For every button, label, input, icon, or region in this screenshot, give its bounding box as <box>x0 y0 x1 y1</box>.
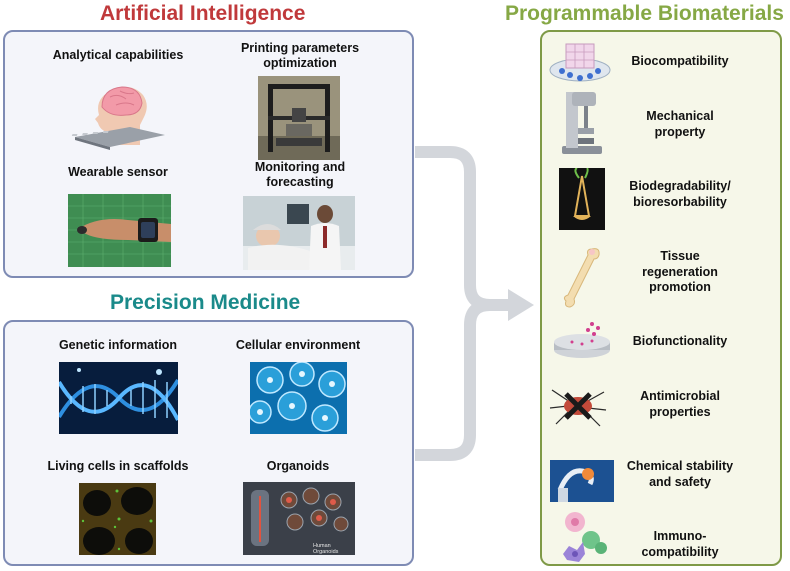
wearable-image <box>68 194 171 267</box>
pb-item-label: Biodegradability/ bioresorbability <box>629 179 731 209</box>
pb-item-label: Tissue regeneration promotion <box>642 249 718 294</box>
pm-title: Precision Medicine <box>110 291 301 314</box>
pb-title: Programmable Biomaterials <box>505 2 784 25</box>
immune-cells-icon <box>559 510 611 565</box>
pb-item-label: Immuno- compatibility <box>641 529 719 559</box>
brain-keyboard-image <box>70 75 170 150</box>
scaffold-image <box>79 483 156 555</box>
ai-item-label: Printing parameters optimization <box>240 41 360 70</box>
pb-item-label: Antimicrobial properties <box>640 389 720 419</box>
pb-item-label: Mechanical property <box>646 109 714 139</box>
pm-item-label: Living cells in scaffolds <box>47 459 189 473</box>
monitoring-image <box>243 196 355 270</box>
cells-image <box>250 362 347 434</box>
petri-dish-icon <box>548 38 612 83</box>
biodegradable-scaffold-icon <box>559 168 605 230</box>
bone-icon <box>562 243 604 311</box>
printer-image <box>258 76 340 160</box>
ai-item-label: Monitoring and forecasting <box>254 160 346 189</box>
ai-item-label: Wearable sensor <box>68 165 168 179</box>
mechanical-tester-icon <box>556 88 604 156</box>
pb-item-label: Chemical stability and safety <box>626 459 734 489</box>
pm-item-label: Organoids <box>266 459 330 473</box>
ai-title: Artificial Intelligence <box>100 2 306 25</box>
dna-image <box>59 362 178 434</box>
biofunctional-surface-icon <box>552 320 612 360</box>
pb-item-label: Biocompatibility <box>631 54 729 68</box>
antimicrobial-icon <box>548 380 608 430</box>
implant-icon <box>550 460 614 502</box>
pb-item-label: Biofunctionality <box>632 334 728 348</box>
pm-item-label: Cellular environment <box>235 338 361 352</box>
organoids-caption: Human Organoids <box>313 543 339 555</box>
pm-item-label: Genetic information <box>58 338 178 352</box>
ai-item-label: Analytical capabilities <box>52 48 184 62</box>
organoids-image: Human Organoids <box>243 482 355 555</box>
